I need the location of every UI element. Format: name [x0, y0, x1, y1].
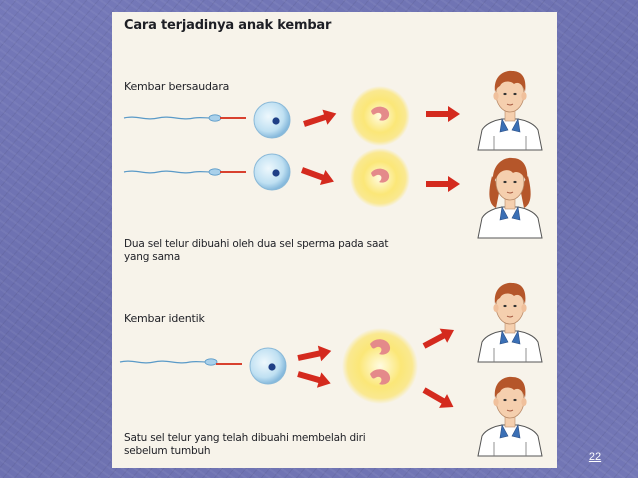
zygote-icon [350, 86, 410, 146]
caption-line: yang sama [124, 251, 181, 263]
twins-diagram-panel: Cara terjadinya anak kembar Kembar bersa… [112, 12, 557, 468]
sperm-icon [123, 168, 222, 176]
fraternal-twins-caption: Dua sel telur dibuahi oleh dua sel sperm… [124, 238, 389, 264]
zygote-icon [350, 148, 410, 208]
boy-icon [477, 376, 543, 457]
caption-line: Dua sel telur dibuahi oleh dua sel sperm… [124, 238, 389, 250]
boy-icon [477, 282, 543, 363]
sperm-icon [123, 114, 222, 122]
slide-number: 22 [588, 451, 602, 463]
arrow-icon [299, 162, 337, 190]
arrow-icon [426, 106, 460, 122]
caption-line: Satu sel telur yang telah dibuahi membel… [124, 432, 366, 444]
egg-cell-icon [249, 347, 287, 385]
arrow-icon [426, 176, 460, 192]
diagram-title: Cara terjadinya anak kembar [124, 18, 332, 33]
arrow-icon [301, 105, 339, 132]
fraternal-twins-label: Kembar bersaudara [124, 80, 230, 93]
egg-cell-icon [253, 101, 291, 139]
identical-twins-label: Kembar identik [124, 312, 205, 325]
egg-cell-icon [253, 153, 291, 191]
arrow-icon [296, 343, 333, 366]
arrow-icon [420, 383, 458, 414]
sperm-icon [119, 358, 218, 366]
caption-line: sebelum tumbuh [124, 445, 211, 457]
zygote-icon [342, 328, 418, 404]
arrow-icon [295, 366, 333, 392]
girl-icon [477, 157, 543, 239]
identical-twins-caption: Satu sel telur yang telah dibuahi membel… [124, 432, 366, 458]
arrow-icon [420, 322, 458, 354]
boy-icon [477, 70, 543, 151]
